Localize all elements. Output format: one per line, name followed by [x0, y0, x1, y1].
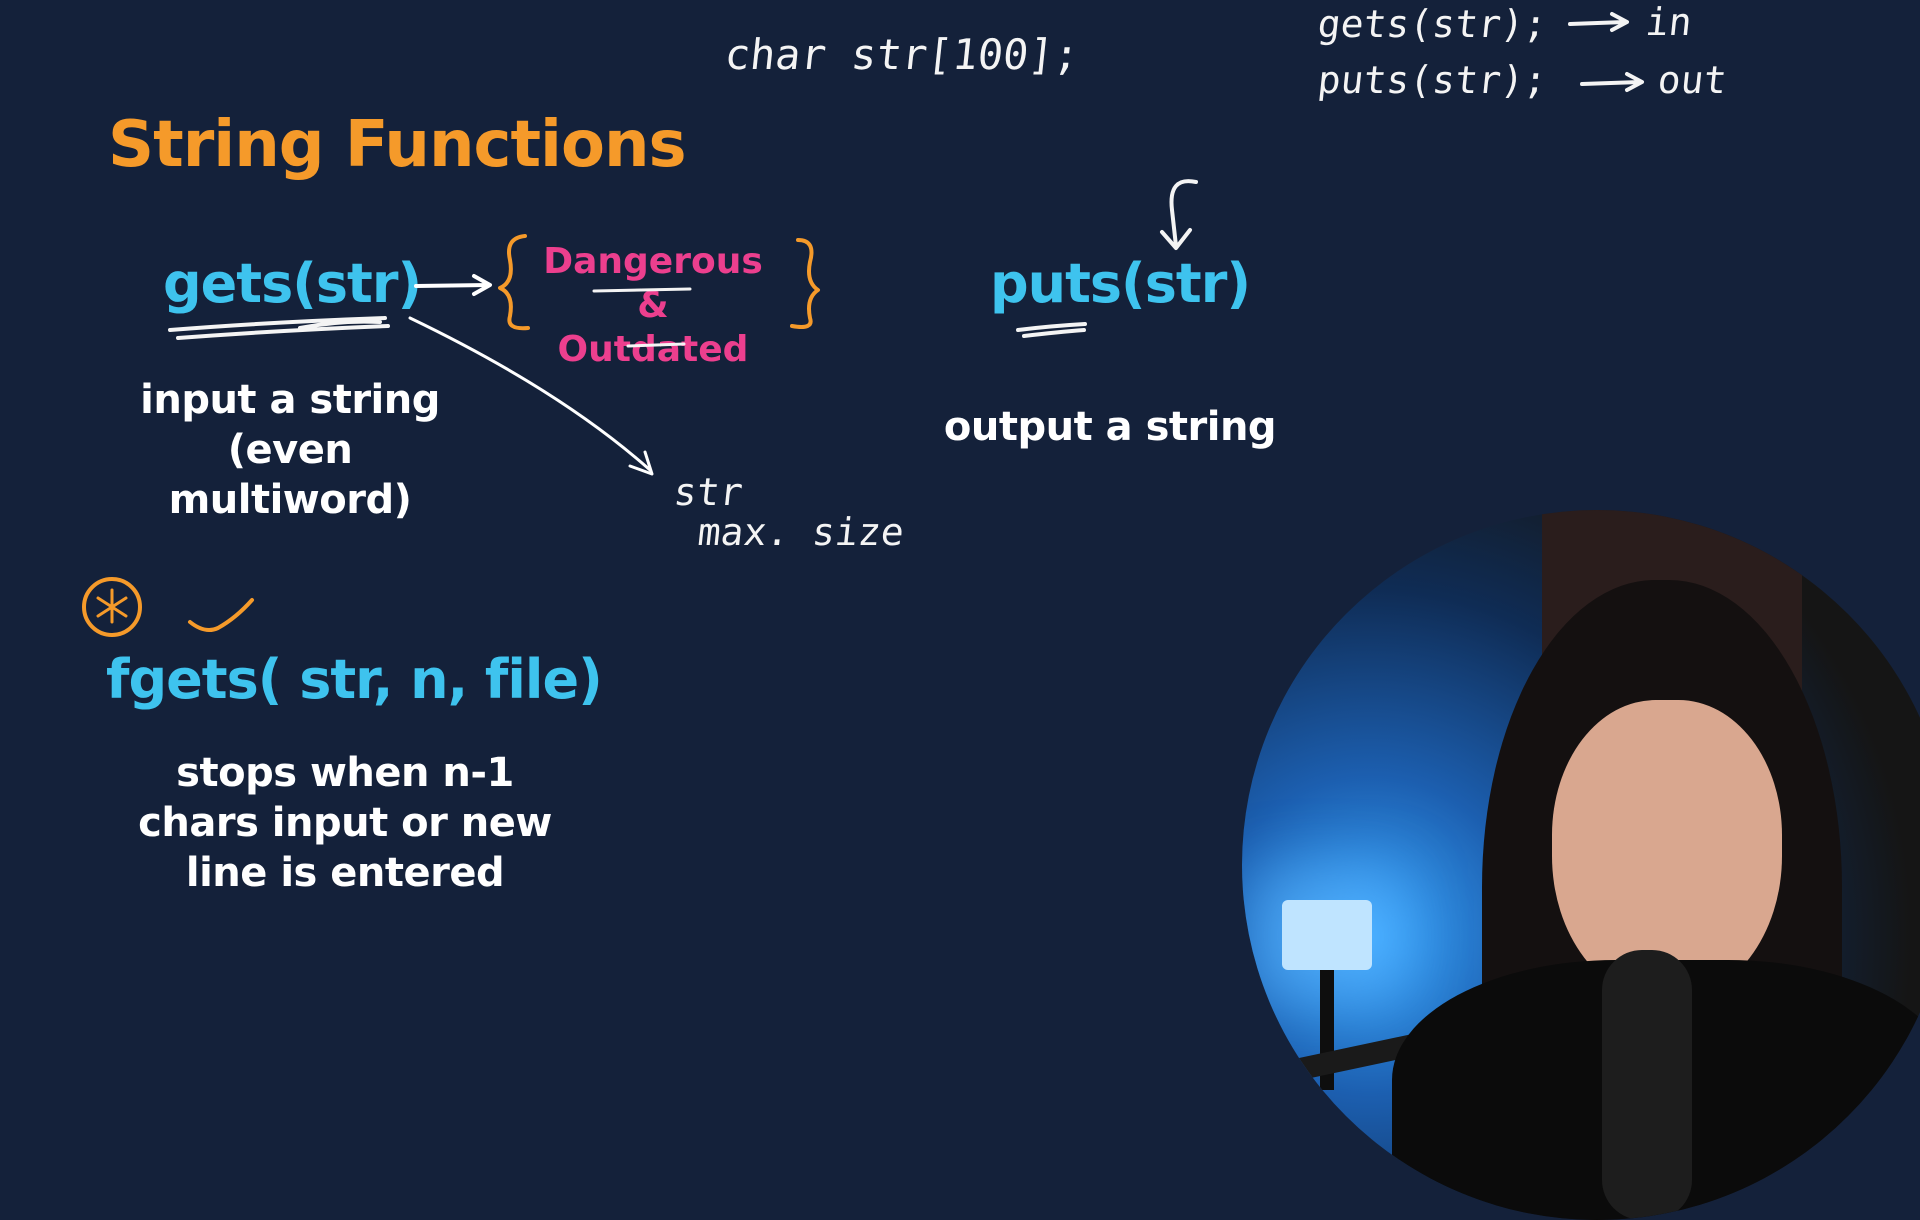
asterisk-icon	[96, 588, 128, 624]
presenter-face	[1552, 700, 1782, 1000]
puts-underline-icon	[1016, 322, 1087, 338]
warning-line-2: Outdated	[557, 329, 749, 370]
fgets-desc-line-2: chars input or new	[138, 800, 552, 846]
checkmark-icon	[188, 598, 254, 632]
puts-function: puts(str)	[990, 252, 1251, 315]
right-brace-icon	[790, 238, 820, 329]
arrow-right-icon	[414, 274, 492, 296]
gets-function: gets(str)	[163, 252, 422, 315]
warning-underline-icon	[592, 287, 692, 348]
fgets-desc-line-1: stops when n-1	[176, 750, 514, 796]
presenter-webcam	[1242, 510, 1920, 1220]
microphone-icon	[1602, 950, 1692, 1220]
star-circle-icon	[82, 577, 142, 637]
gets-desc-line-2: (even multiword)	[168, 427, 412, 523]
gets-desc-line-1: input a string	[140, 377, 440, 423]
handwritten-annotations	[82, 12, 1644, 637]
arrow-to-out-icon	[1580, 72, 1644, 92]
arrow-to-max-size-icon	[408, 316, 654, 476]
gets-underline-icon	[168, 316, 390, 340]
arrow-down-icon	[1160, 179, 1198, 250]
fgets-function: fgets( str, n, file)	[106, 648, 603, 711]
warning-line-1: Dangerous &	[543, 241, 763, 326]
lamp-icon	[1282, 900, 1372, 970]
warning-label: Dangerous & Outdated	[528, 240, 778, 372]
slide-title: String Functions	[108, 108, 687, 182]
gets-description: input a string (even multiword)	[100, 375, 480, 525]
fgets-desc-line-3: line is entered	[185, 850, 505, 896]
arrow-to-in-icon	[1568, 12, 1629, 32]
left-brace-icon	[498, 234, 530, 331]
puts-description: output a string	[943, 404, 1277, 450]
fgets-description: stops when n-1 chars input or new line i…	[130, 748, 560, 898]
